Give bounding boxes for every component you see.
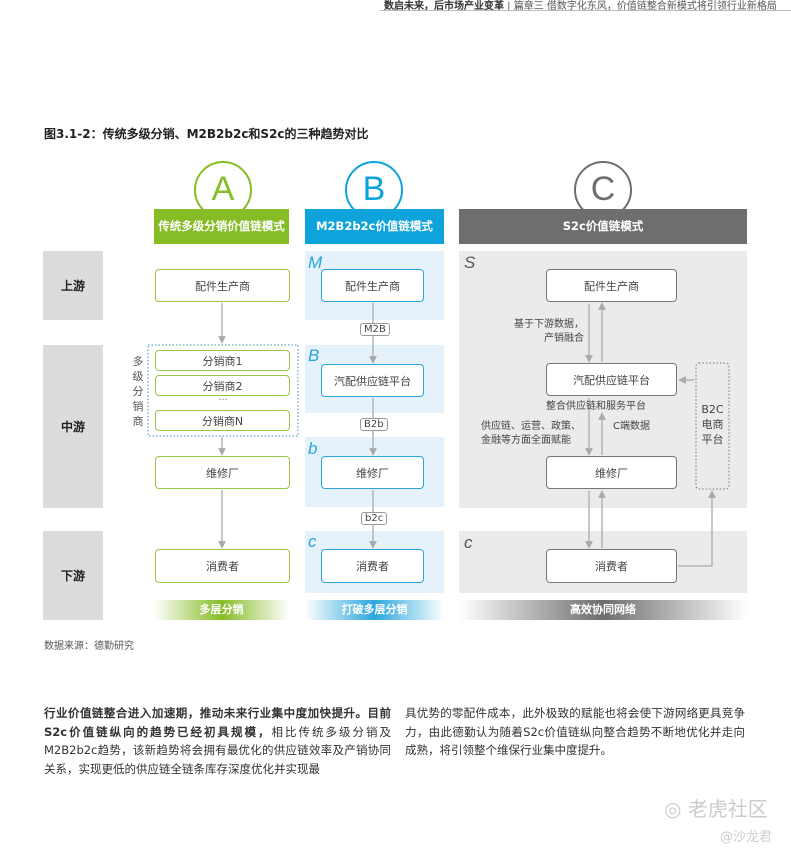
c-manufacturer-box: 配件生产商 bbox=[546, 269, 677, 302]
bold-lead-2: 目前S2c价值链纵向的趋势已经初具规模， bbox=[44, 706, 391, 739]
b-repair-shop-box: 维修厂 bbox=[321, 456, 424, 489]
row-label-downstream: 下游 bbox=[43, 531, 103, 620]
column-a-header: 传统多级分销价值链模式 bbox=[154, 209, 289, 244]
a-repair-shop-box: 维修厂 bbox=[155, 456, 290, 489]
b-marker-b: B bbox=[308, 346, 320, 365]
b-consumer-box: 消费者 bbox=[321, 549, 424, 583]
column-b-header: M2B2b2c价值链模式 bbox=[305, 209, 444, 244]
a-consumer-box: 消费者 bbox=[155, 549, 290, 583]
b-marker-c: c bbox=[308, 532, 317, 551]
side-char: 商 bbox=[132, 415, 144, 428]
side-char: 销 bbox=[132, 400, 144, 413]
column-a-footer: 多层分销 bbox=[154, 600, 289, 620]
column-c-footer: 高效协同网络 bbox=[459, 600, 747, 620]
b-manufacturer-box: 配件生产商 bbox=[321, 269, 424, 302]
c-b2c-platform: B2C 电商平台 bbox=[696, 402, 729, 447]
link-b2b: B2b bbox=[360, 418, 388, 431]
body-right-paragraph: 具优势的零配件成本，此外极致的赋能也将会使下游网络更具竞争力，由此德勤认为随着S… bbox=[405, 706, 745, 757]
note-line: 金融等方面全面赋能 bbox=[481, 435, 571, 446]
left-text: 相比传统多级分销及M2B2b2c趋势，该新趋势将会拥有最优化的供应链效率及产销协… bbox=[44, 724, 391, 776]
c-marker-s: S bbox=[464, 253, 476, 272]
c-platform-box: 汽配供应链平台 bbox=[546, 363, 677, 396]
running-header: 数启未来，后市场产业变革 | 篇章三 借数字化东风，价值链整合新模式将引领行业新… bbox=[384, 1, 777, 12]
figure-source: 数据来源：德勤研究 bbox=[44, 641, 134, 652]
b-platform-box: 汽配供应链平台 bbox=[321, 364, 424, 397]
row-label-upstream: 上游 bbox=[43, 251, 103, 320]
note-line: 基于下游数据， bbox=[514, 319, 584, 330]
a-multilevel-label: 多级分销商 bbox=[131, 354, 145, 429]
b2c-line: B2C bbox=[701, 403, 724, 416]
watermark-brand-text: 老虎社区 bbox=[687, 797, 768, 821]
c-note-upstream: 基于下游数据， 产销融合 bbox=[500, 318, 584, 346]
link-m2b: M2B bbox=[360, 323, 390, 336]
side-char: 分 bbox=[132, 385, 144, 398]
a-distributor-1-box: 分销商1 bbox=[155, 350, 290, 371]
bold-lead-1: 行业价值链整合进入加速期，推动未来行业集中度加快提升。 bbox=[44, 706, 368, 720]
b2c-line: 电商 bbox=[701, 418, 724, 431]
c-repair-shop-box: 维修厂 bbox=[546, 456, 677, 489]
a-distributor-2-box: 分销商2 bbox=[155, 375, 290, 396]
watermark-brand: ◎ 老虎社区 bbox=[664, 793, 768, 822]
watermark-logo-icon: ◎ bbox=[664, 797, 682, 821]
c-note-enable: 供应链、运营、政策、金融等方面全面赋能 bbox=[481, 420, 581, 448]
b-marker-m: M bbox=[308, 253, 323, 272]
c-note-cdata: C端数据 bbox=[613, 421, 650, 432]
a-ellipsis: … bbox=[218, 393, 228, 403]
header-rule bbox=[380, 10, 791, 11]
side-char: 级 bbox=[132, 370, 144, 383]
note-line: 供应链、运营、政策、 bbox=[481, 421, 581, 432]
figure-title: 图3.1-2：传统多级分销、M2B2b2c和S2c的三种趋势对比 bbox=[44, 127, 369, 141]
header-section: 数启未来，后市场产业变革 bbox=[384, 1, 504, 12]
link-b2c: b2c bbox=[361, 512, 388, 525]
column-c-header: S2c价值链模式 bbox=[459, 209, 747, 244]
c-note-platform: 整合供应链和服务平台 bbox=[546, 401, 646, 412]
b2c-line: 平台 bbox=[701, 433, 724, 446]
a-manufacturer-box: 配件生产商 bbox=[155, 269, 290, 302]
note-line: 产销融合 bbox=[544, 333, 584, 344]
b-marker-b-small: b bbox=[308, 439, 318, 458]
watermark-user: @沙龙君 bbox=[720, 830, 773, 845]
c-marker-c: c bbox=[464, 533, 473, 552]
column-b-footer: 打破多层分销 bbox=[305, 600, 444, 620]
body-left-paragraph: 行业价值链整合进入加速期，推动未来行业集中度加快提升。目前S2c价值链纵向的趋势… bbox=[44, 704, 391, 778]
c-consumer-box: 消费者 bbox=[546, 549, 677, 583]
header-chapter: 篇章三 借数字化东风，价值链整合新模式将引领行业新格局 bbox=[513, 1, 777, 12]
row-label-midstream: 中游 bbox=[43, 345, 103, 508]
a-distributor-n-box: 分销商N bbox=[155, 410, 290, 431]
side-char: 多 bbox=[132, 355, 144, 368]
